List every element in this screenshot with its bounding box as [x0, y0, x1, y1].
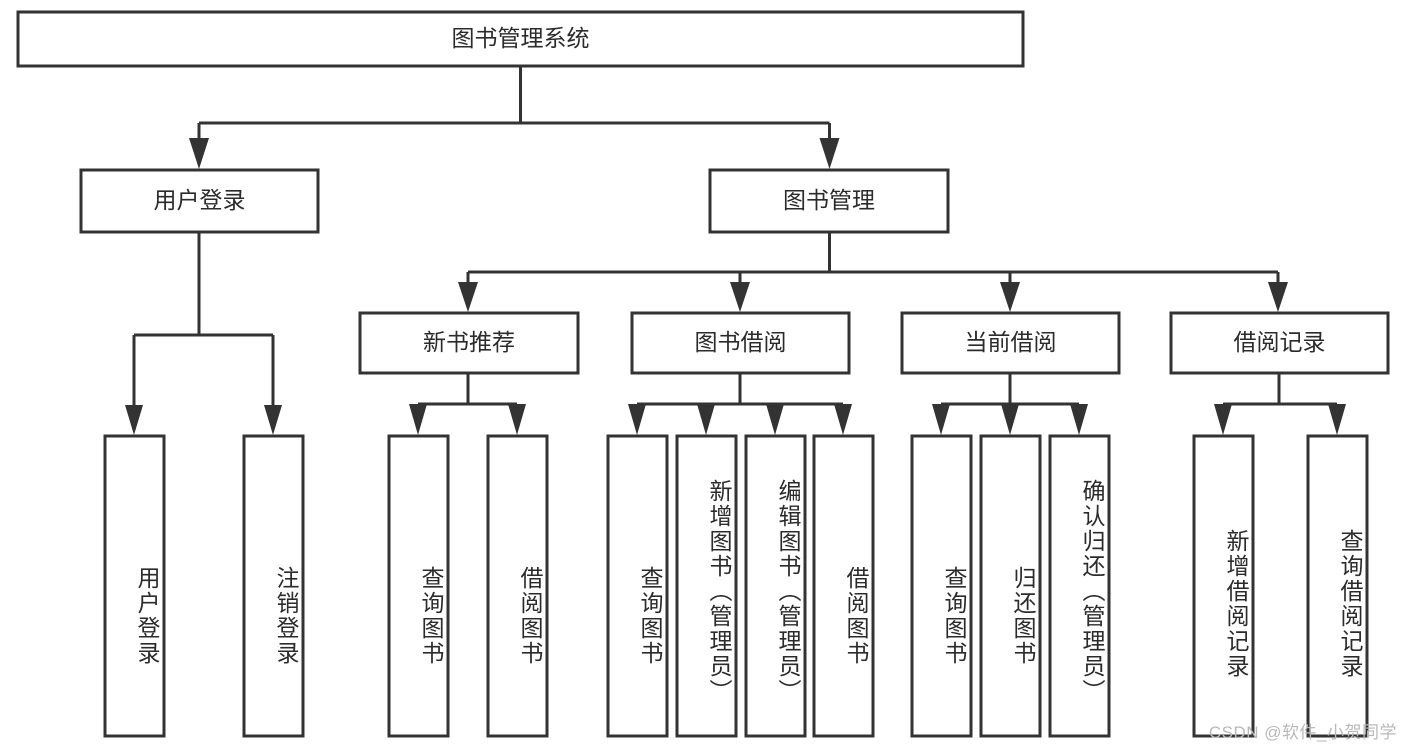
leaf-box-nbr-borrow-book[interactable] [486, 434, 549, 738]
arrow-head-new-book [458, 282, 478, 312]
arrow-head-br-add [1214, 404, 1232, 435]
leaf-box-logout[interactable] [242, 434, 305, 738]
arrow-head-user-login [189, 138, 209, 169]
leaf-box-bb-query-book[interactable] [606, 434, 669, 738]
leaf-box-cb-confirm-return[interactable] [1048, 434, 1111, 738]
arrow-head-book-manage [819, 138, 840, 169]
arrow-head-leaf-logout [264, 405, 282, 435]
arrow-head-nbr-borrow [508, 404, 526, 435]
arrow-head-borrow-record [1268, 282, 1288, 312]
leaf-box-bb-add-book[interactable] [675, 434, 738, 738]
node-box-user-login[interactable] [79, 168, 320, 234]
node-box-book-manage[interactable] [708, 168, 950, 234]
leaf-box-bb-edit-book[interactable] [744, 434, 807, 738]
arrow-head-bb-borrow [834, 404, 852, 435]
node-box-borrow-record[interactable] [1169, 311, 1390, 375]
node-box-book-borrow[interactable] [630, 311, 851, 375]
arrow-head-br-query [1328, 404, 1346, 435]
arrow-head-leaf-user-login [125, 405, 143, 435]
node-box-new-book-recommend[interactable] [358, 311, 580, 375]
arrow-head-cb-return [1001, 404, 1019, 435]
leaf-box-bb-borrow-book[interactable] [812, 434, 875, 738]
arrow-head-book-borrow [730, 282, 750, 312]
leaf-box-br-add-record[interactable] [1192, 434, 1255, 738]
node-box-current-borrow[interactable] [900, 311, 1121, 375]
node-box-root[interactable] [16, 10, 1025, 68]
leaf-box-cb-return-book[interactable] [979, 434, 1042, 738]
leaf-box-nbr-query-book[interactable] [387, 434, 450, 738]
arrow-head-cb-confirm [1070, 404, 1088, 435]
arrow-head-bb-edit [766, 404, 784, 435]
arrow-head-bb-query [628, 404, 646, 435]
arrow-head-nbr-query [409, 404, 427, 435]
arrow-head-cb-query [932, 404, 950, 435]
leaf-box-br-query-record[interactable] [1306, 434, 1369, 738]
leaf-box-user-login[interactable] [103, 434, 166, 738]
arrow-head-bb-add [697, 404, 715, 435]
leaf-box-cb-query-book[interactable] [910, 434, 973, 738]
arrow-head-current-borrow [1000, 282, 1020, 312]
